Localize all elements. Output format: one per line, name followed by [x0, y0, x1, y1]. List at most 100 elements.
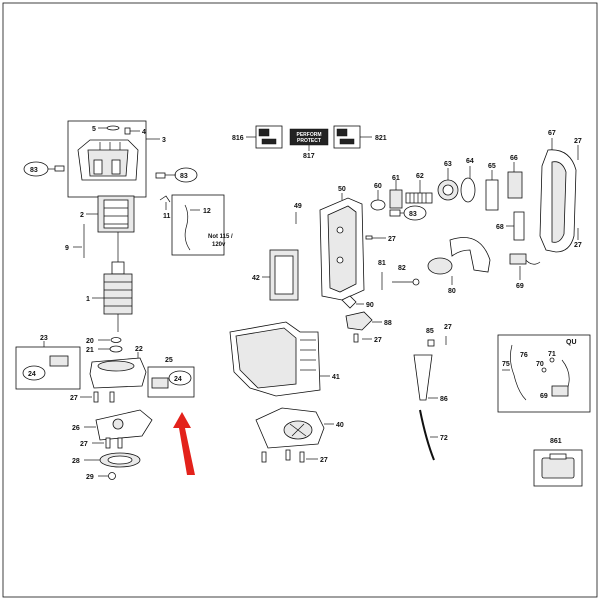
cable-box [171, 194, 225, 256]
red-pointer-arrow [173, 412, 195, 475]
callout-27-g: 27 [574, 242, 582, 249]
part-85 [427, 339, 435, 347]
callout-60: 60 [374, 183, 382, 190]
callout-28: 28 [72, 458, 80, 465]
callout-23: 23 [40, 335, 48, 342]
callout-11: 11 [163, 213, 171, 220]
part-25-component [151, 377, 169, 389]
callout-86: 86 [440, 396, 448, 403]
callout-21: 21 [86, 347, 94, 354]
cord-part-72 [419, 409, 435, 461]
callout-69: 69 [516, 283, 524, 290]
main-housing-part-41 [229, 321, 321, 397]
callout-27-c: 27 [388, 236, 396, 243]
callout-27-d: 27 [374, 337, 382, 344]
callout-25: 25 [165, 357, 173, 364]
ring-part-64 [460, 177, 476, 203]
banner-group: PERFORM PROTECT 816 821 817 [232, 125, 387, 160]
qu-title: QU [566, 339, 577, 346]
callout-90: 90 [366, 302, 374, 309]
callout-24-right: 24 [174, 376, 182, 383]
gear-housing-part-22 [89, 357, 147, 389]
part-70 [541, 367, 547, 373]
callout-85: 85 [426, 328, 434, 335]
callout-27-f: 27 [574, 138, 582, 145]
part-5-washer [106, 125, 120, 131]
callout-61: 61 [392, 175, 400, 182]
switch-part-23 [49, 355, 69, 367]
part-71 [549, 357, 555, 363]
housing-half-part-50 [319, 197, 365, 301]
callout-1: 1 [86, 296, 90, 303]
callout-41: 41 [332, 374, 340, 381]
kitbox-frame [533, 449, 583, 487]
washer-part-21 [109, 345, 123, 353]
screw-83-left [54, 165, 65, 172]
callout-49: 49 [294, 203, 302, 210]
callout-62: 62 [416, 173, 424, 180]
callout-67: 67 [548, 130, 556, 137]
carry-case-part-861 [541, 457, 575, 479]
callout-72: 72 [440, 435, 448, 442]
callout-71: 71 [548, 351, 556, 358]
callout-83-right-oval [403, 205, 427, 221]
qu-switch-module [551, 385, 569, 397]
callout-20: 20 [86, 338, 94, 345]
ring-part-60 [370, 199, 386, 211]
callout-5: 5 [92, 126, 96, 133]
callout-83-center: 83 [180, 173, 188, 180]
part-4-clip [124, 127, 131, 135]
callout-24-left: 24 [28, 371, 36, 378]
callout-12: 12 [203, 208, 211, 215]
callout-70: 70 [536, 361, 544, 368]
clip-part-90 [341, 295, 357, 309]
callout-817: 817 [303, 153, 315, 160]
callout-64: 64 [466, 158, 474, 165]
callout-3: 3 [162, 137, 166, 144]
bearing-plate-part-26 [95, 409, 153, 441]
callout-22: 22 [135, 346, 143, 353]
callout-63: 63 [444, 161, 452, 168]
callout-821: 821 [375, 135, 387, 142]
screw-27-a [93, 391, 99, 403]
switch-box-25 [147, 366, 195, 398]
callout-83-right: 83 [409, 211, 417, 218]
callout-68: 68 [496, 224, 504, 231]
callout-2: 2 [80, 212, 84, 219]
callout-816: 816 [232, 135, 244, 142]
bearing-part-20 [110, 337, 122, 343]
bracket-part-88 [345, 311, 373, 331]
sleeve-part-86 [413, 354, 433, 401]
callout-83-left: 83 [30, 167, 38, 174]
badge-line2: PROTECT [297, 138, 321, 144]
fan-housing-part-3 [77, 139, 139, 181]
switch-part-68 [513, 211, 525, 241]
note-line1: Not 115 / [208, 234, 233, 240]
callout-66: 66 [510, 155, 518, 162]
callout-81: 81 [378, 260, 386, 267]
cable-part-12 [184, 204, 191, 251]
callout-29: 29 [86, 474, 94, 481]
callout-80: 80 [448, 288, 456, 295]
screw-27-b [105, 437, 111, 449]
callout-24-right-oval [168, 370, 192, 386]
badge-line1: PERFORM [297, 132, 322, 138]
stator-part-2 [97, 195, 135, 233]
switch-part-65 [485, 179, 499, 211]
callout-27-a: 27 [70, 395, 78, 402]
armature-part-1 [103, 232, 133, 332]
screw-83-center [155, 172, 166, 179]
callout-65: 65 [488, 163, 496, 170]
callout-42: 42 [252, 275, 260, 282]
callout-50: 50 [338, 186, 346, 193]
callout-88: 88 [384, 320, 392, 327]
block-part-61 [389, 189, 403, 209]
callout-4: 4 [142, 129, 146, 136]
callout-27-h: 27 [444, 324, 452, 331]
switch-box-23 [15, 346, 81, 390]
screw-part-29 [108, 472, 116, 480]
callout-9: 9 [65, 245, 69, 252]
callout-27-e: 27 [320, 457, 328, 464]
